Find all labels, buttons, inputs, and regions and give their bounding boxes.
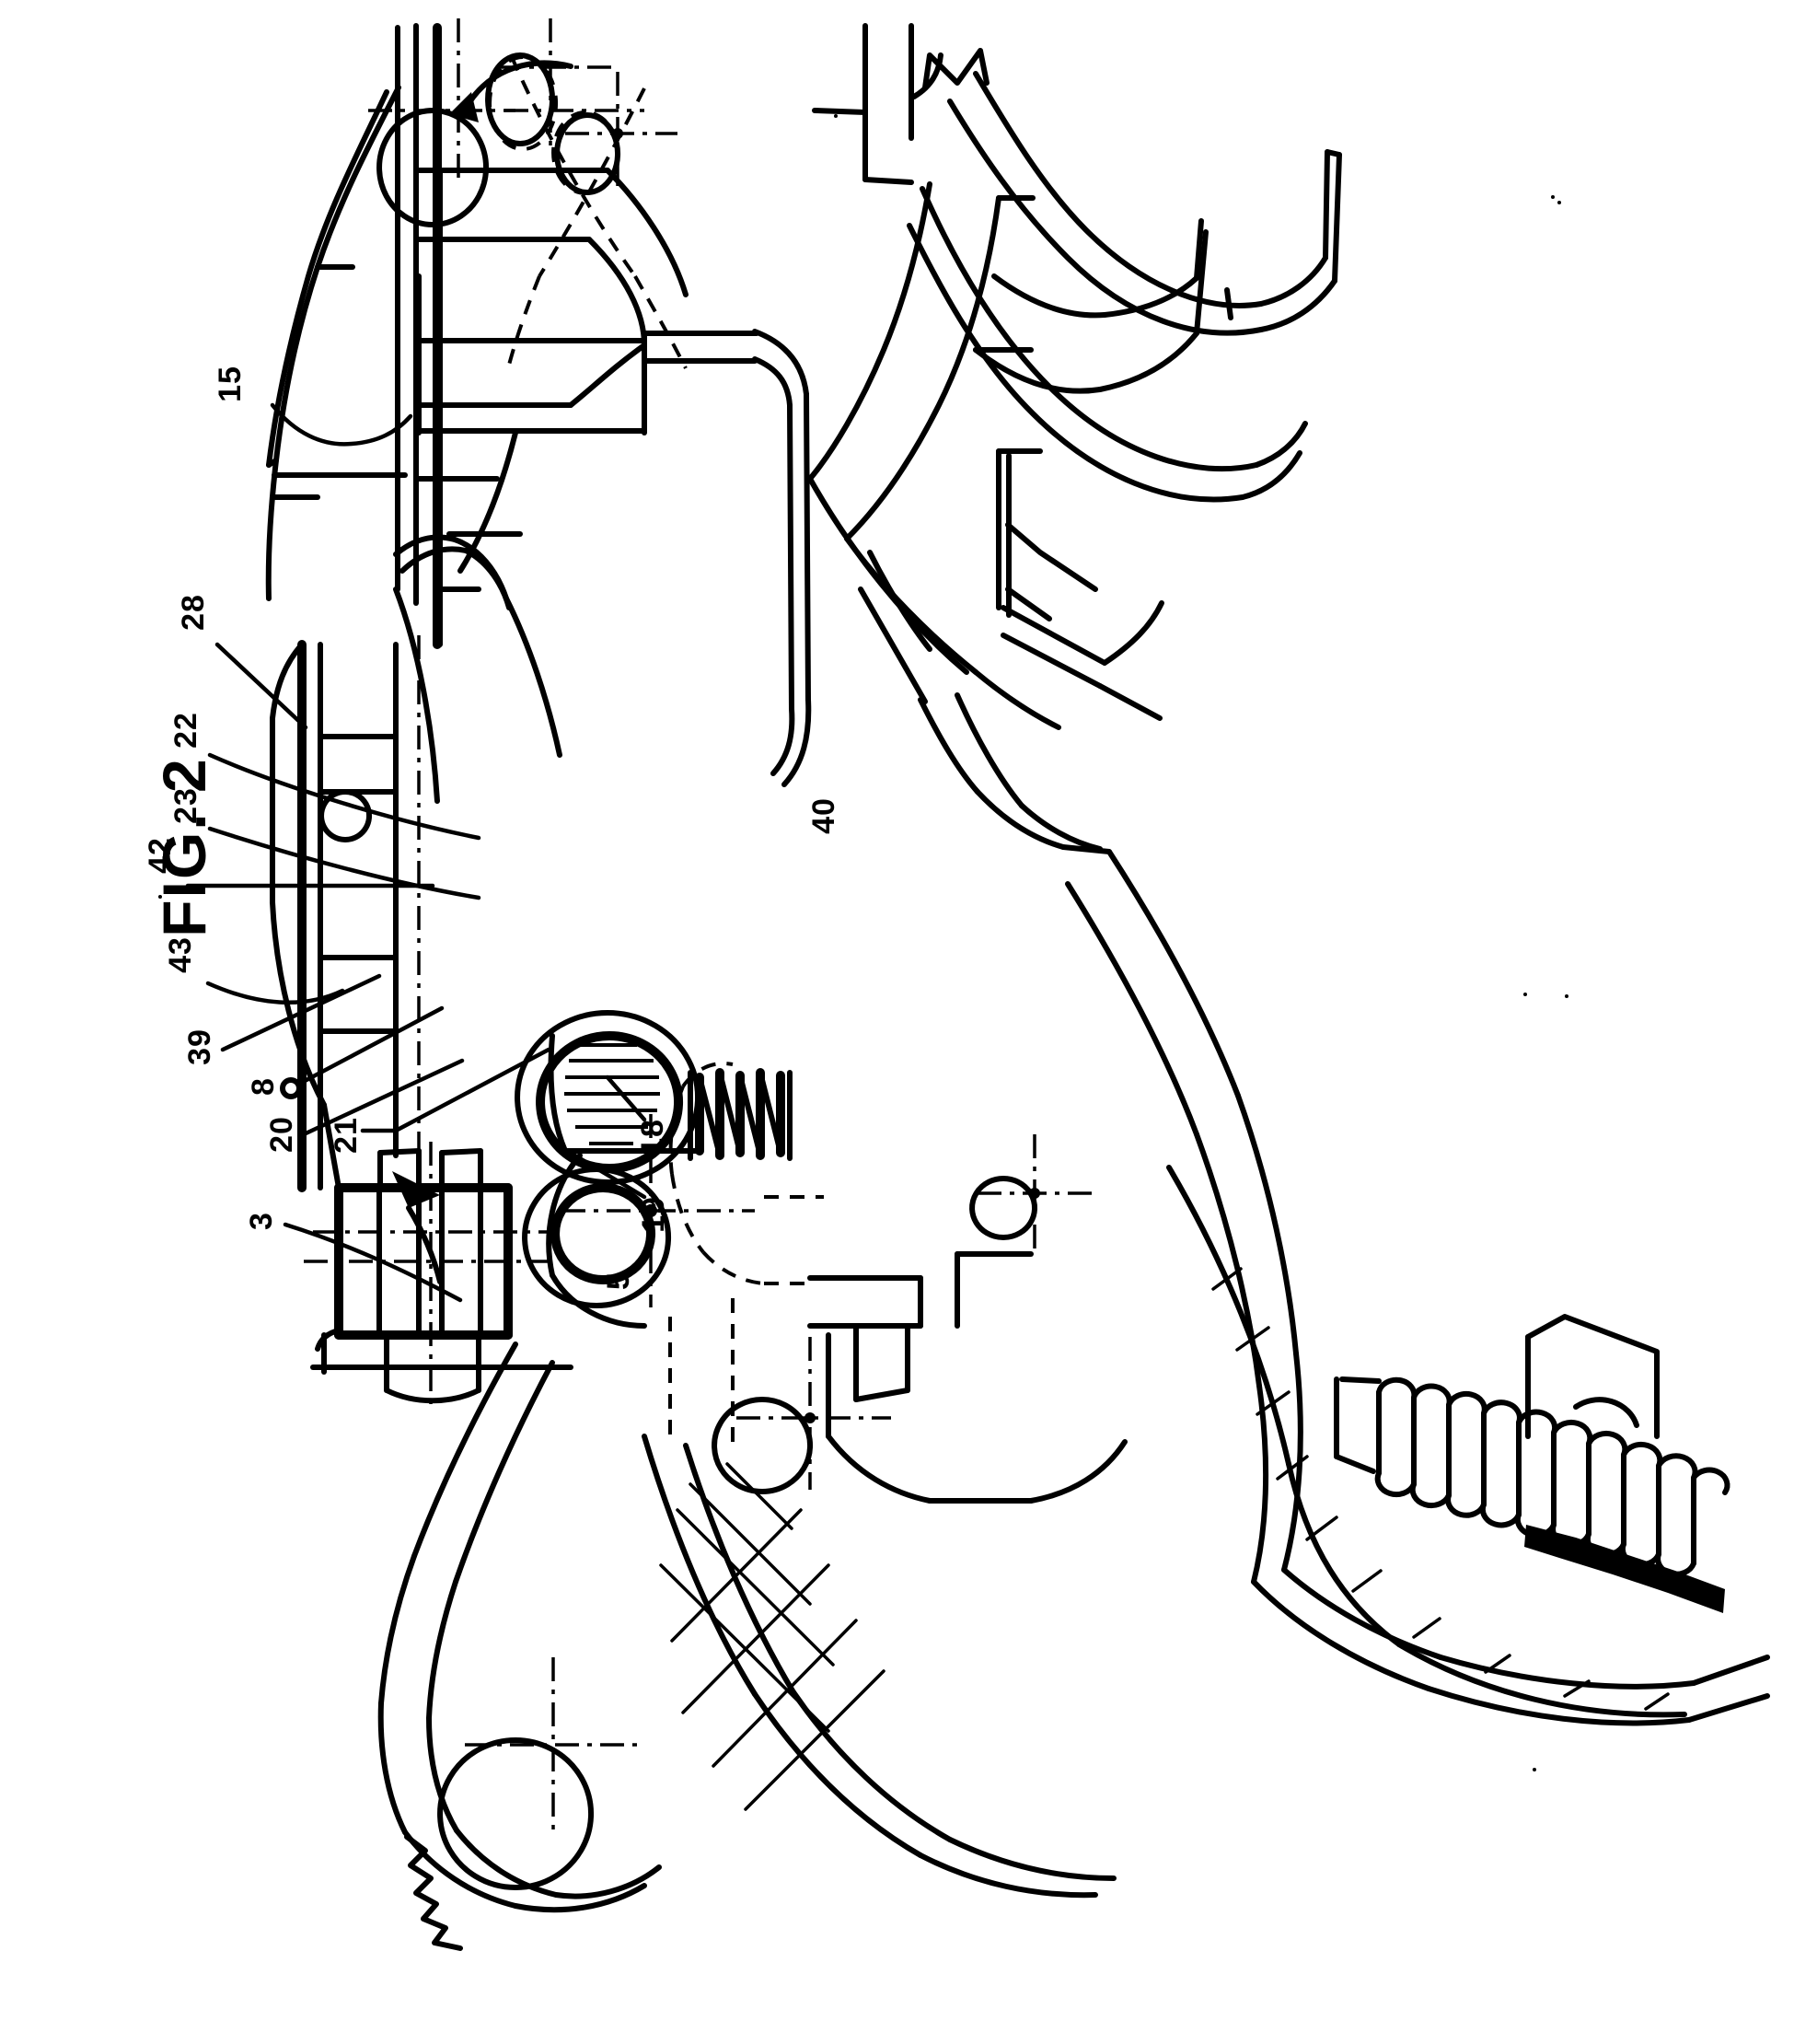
reference-label-5: 5 bbox=[600, 1272, 636, 1290]
reference-label-20: 20 bbox=[263, 1116, 299, 1153]
motion-direction-arrow bbox=[392, 1171, 443, 1284]
scan-speck bbox=[1551, 195, 1555, 199]
hook-jaw-members bbox=[812, 23, 1342, 503]
reference-label-8: 8 bbox=[245, 1077, 281, 1096]
frame-body-outline bbox=[265, 23, 442, 649]
reference-label-42: 42 bbox=[142, 837, 178, 874]
scan-speck bbox=[1557, 201, 1561, 204]
mid-right-frame bbox=[807, 181, 1209, 721]
crosshair-circle-group-top bbox=[368, 18, 677, 227]
reference-label-28: 28 bbox=[175, 594, 211, 631]
scan-speck bbox=[1533, 1768, 1536, 1771]
reference-label-23: 23 bbox=[168, 787, 203, 824]
upper-central-block bbox=[416, 168, 689, 647]
lower-right-body bbox=[807, 476, 1112, 854]
crosshatched-arm bbox=[642, 1434, 1117, 1899]
crosshair-circle-right bbox=[969, 1134, 1095, 1248]
reference-label-3: 3 bbox=[243, 1212, 279, 1230]
leader-lines bbox=[185, 402, 647, 1303]
hidden-cam-dashed bbox=[668, 1062, 824, 1446]
scan-speck bbox=[834, 114, 838, 118]
compression-coil-spring-small bbox=[688, 1068, 793, 1161]
reference-label-21: 21 bbox=[328, 1117, 364, 1154]
top-arc-arrow bbox=[449, 60, 573, 122]
pivot-pin-hatched-section bbox=[515, 1010, 702, 1185]
reference-label-22: 22 bbox=[168, 712, 203, 749]
reference-label-19: 19 bbox=[635, 1196, 671, 1233]
reference-label-40: 40 bbox=[805, 797, 841, 834]
compression-coil-spring-large bbox=[1334, 1314, 1730, 1613]
reference-label-15: 15 bbox=[212, 366, 248, 402]
scan-speck bbox=[1523, 993, 1527, 996]
crosshair-circle-lower bbox=[712, 1337, 891, 1494]
reference-label-18: 18 bbox=[634, 1119, 670, 1156]
rectangular-block-group bbox=[304, 1142, 573, 1409]
scan-speck bbox=[1565, 994, 1568, 998]
reference-label-39: 39 bbox=[181, 1028, 217, 1065]
scan-speck bbox=[158, 895, 162, 899]
toothed-lever-arm bbox=[377, 1341, 662, 1951]
lower-bracket bbox=[807, 1251, 1128, 1504]
hidden-dashed-outlines-top bbox=[506, 56, 688, 369]
lower-right-curved-body bbox=[1065, 849, 1770, 1726]
reference-label-43: 43 bbox=[162, 936, 198, 973]
central-link-tube bbox=[642, 329, 812, 787]
left-side-housing bbox=[270, 534, 562, 1192]
